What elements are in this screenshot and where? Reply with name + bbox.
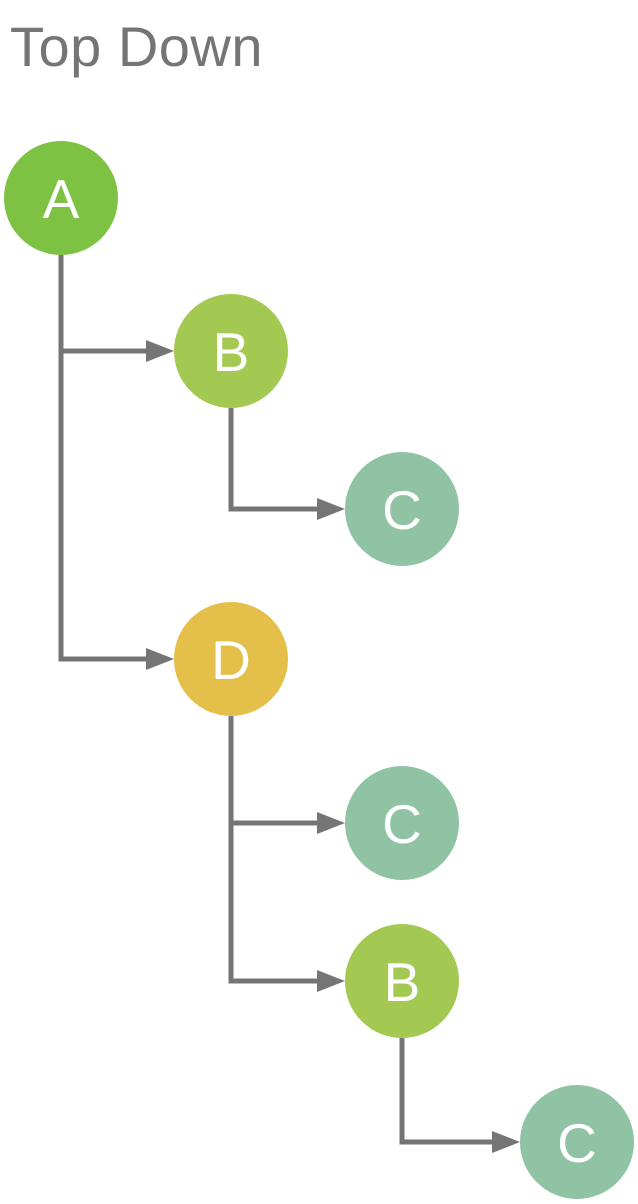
- diagram-title: Top Down: [10, 15, 264, 78]
- arrowhead-icon: [492, 1131, 520, 1153]
- edge-a-to-d: [58, 255, 146, 662]
- edge-b2-to-c3: [399, 1038, 492, 1145]
- node-a-label: A: [43, 168, 80, 230]
- edge-b-to-c: [228, 408, 317, 512]
- edge-group: [58, 255, 520, 1153]
- node-group: A B C D C B C: [4, 141, 634, 1199]
- node-b2[interactable]: [345, 924, 459, 1038]
- node-d[interactable]: [174, 602, 288, 716]
- arrowhead-icon: [317, 812, 345, 834]
- node-d-label: D: [211, 629, 251, 691]
- edge-d-to-b: [228, 716, 317, 984]
- node-c2[interactable]: [345, 766, 459, 880]
- arrowhead-icon: [317, 970, 345, 992]
- node-b1-label: B: [213, 321, 250, 383]
- arrowhead-icon: [317, 498, 345, 520]
- node-c1[interactable]: [345, 452, 459, 566]
- node-c2-label: C: [382, 793, 422, 855]
- node-c3[interactable]: [520, 1085, 634, 1199]
- arrowhead-icon: [146, 648, 174, 670]
- node-b1[interactable]: [174, 294, 288, 408]
- node-c1-label: C: [382, 479, 422, 541]
- arrowhead-icon: [146, 340, 174, 362]
- node-c3-label: C: [557, 1112, 597, 1174]
- node-b2-label: B: [384, 951, 421, 1013]
- node-a[interactable]: [4, 141, 118, 255]
